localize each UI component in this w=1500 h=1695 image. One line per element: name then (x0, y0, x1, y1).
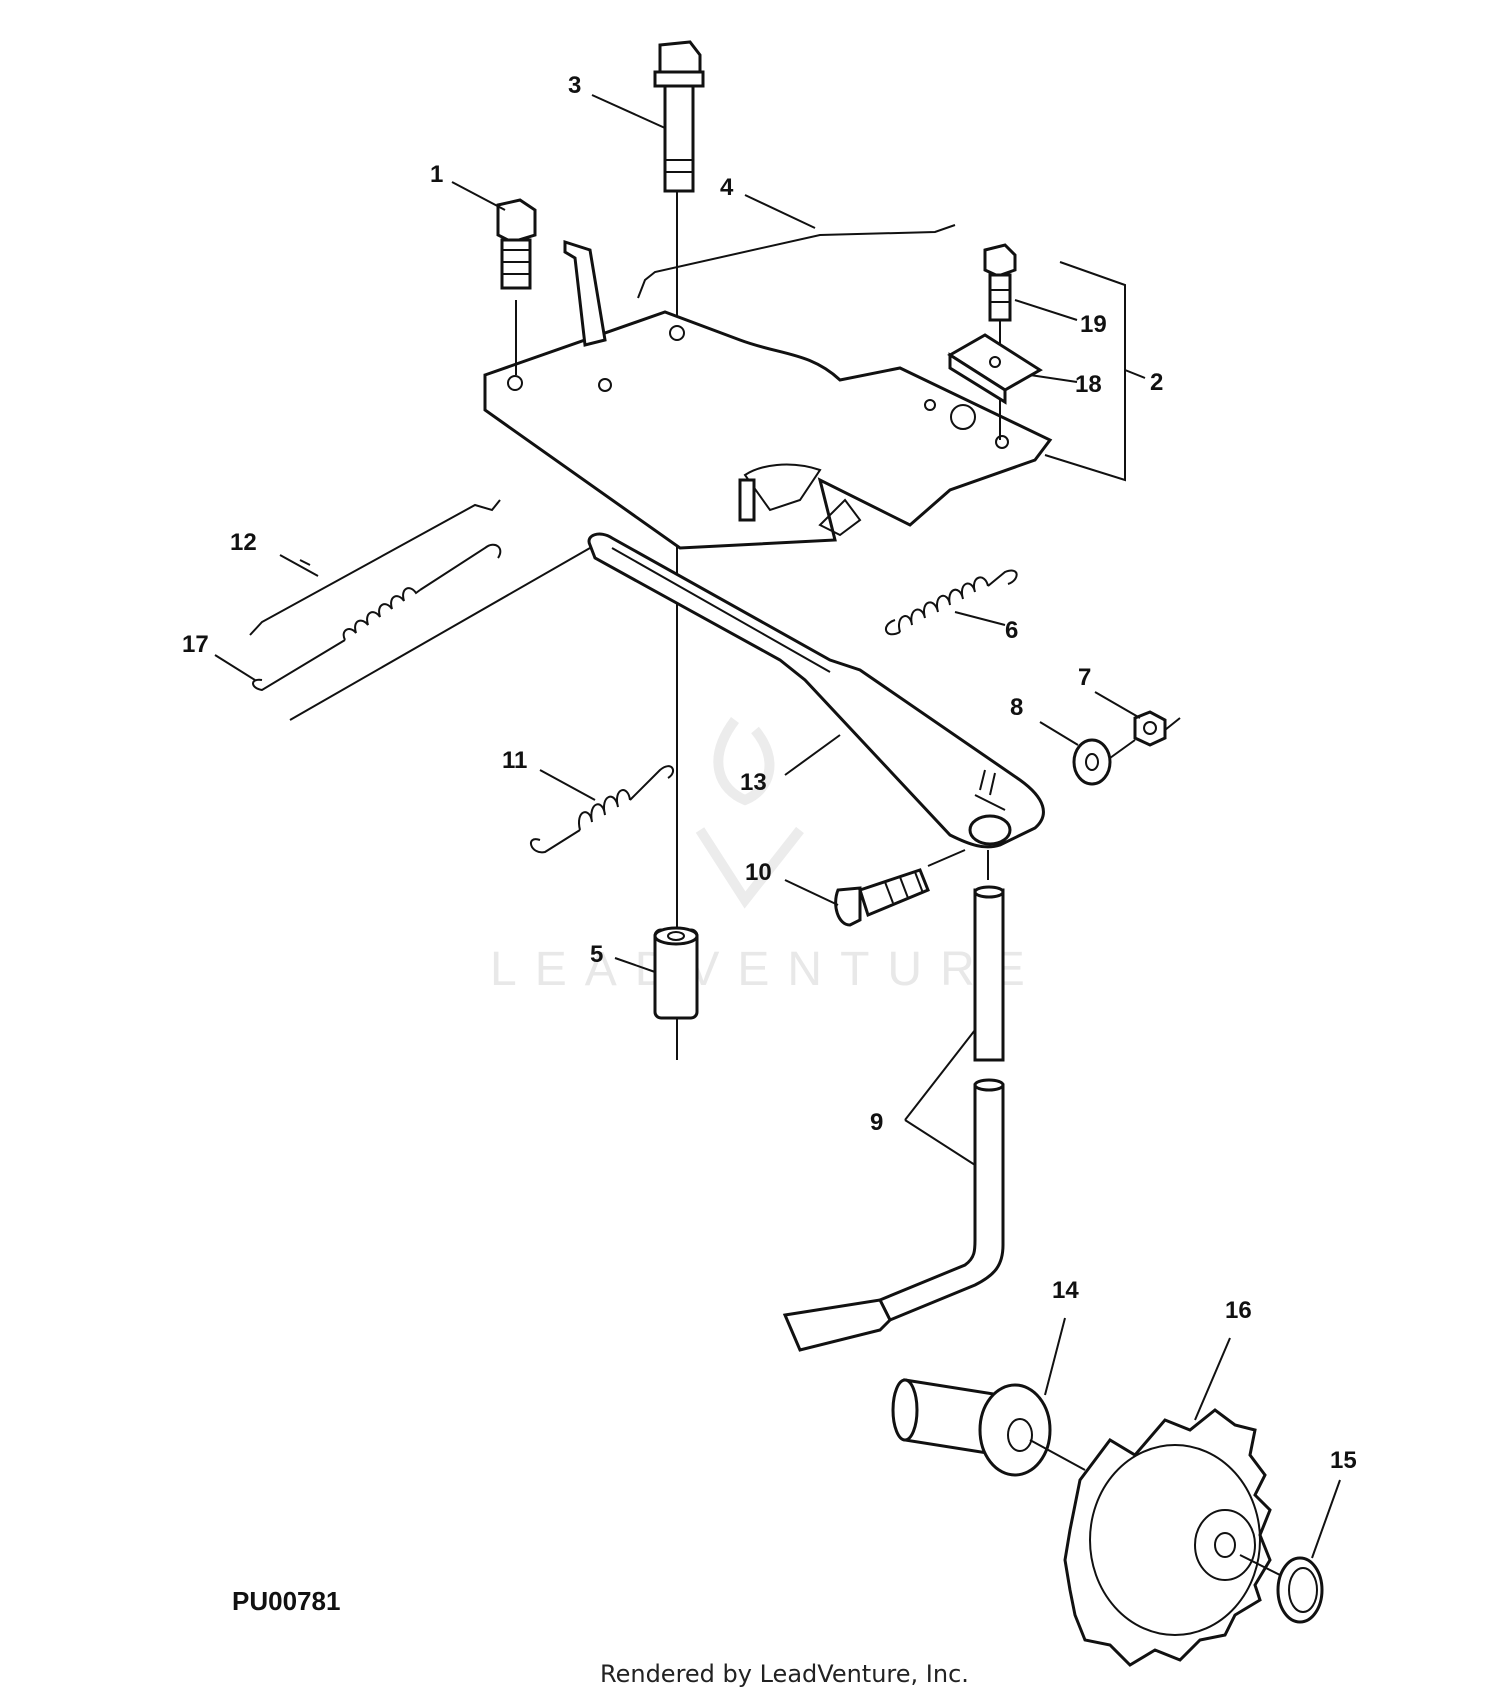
callout-6: 6 (1005, 617, 1018, 644)
callout-15: 15 (1330, 1447, 1357, 1474)
part-10-bolt (834, 849, 966, 927)
watermark-text: LEADVENTURE (490, 943, 1043, 996)
callout-2: 2 (1150, 369, 1163, 396)
part-17-spring (252, 543, 502, 692)
leader-12-17-lever (289, 547, 591, 721)
callout-18: 18 (1075, 371, 1102, 398)
part-9-upper-shaft (973, 850, 1005, 1062)
part-16-gear (1063, 1408, 1272, 1667)
axis-7-8 (1109, 717, 1181, 759)
axis-gear (1029, 1439, 1086, 1471)
part-2-plate (483, 239, 1053, 550)
part-6-spring (885, 569, 1018, 636)
figure-code: PU00781 (232, 1586, 340, 1616)
part-12-rod (249, 499, 501, 636)
callout-12: 12 (230, 529, 257, 556)
part-19-screw (983, 243, 1017, 440)
callout-8: 8 (1010, 694, 1023, 721)
callout-19: 19 (1080, 311, 1107, 338)
part-9-lower-shaft (782, 1078, 1005, 1352)
callout-3: 3 (568, 72, 581, 99)
callout-14: 14 (1052, 1277, 1079, 1304)
callout-11: 11 (502, 747, 527, 774)
part-8-washer (1072, 738, 1112, 786)
part-13-lever (587, 532, 1045, 849)
callout-5: 5 (590, 941, 603, 968)
callout-16: 16 (1225, 1297, 1252, 1324)
bracket-2 (1044, 261, 1146, 482)
part-3-long-bolt (653, 40, 705, 193)
part-5-spacer (653, 926, 699, 1020)
part-14-bushing (891, 1378, 1052, 1477)
part-11-spring (530, 765, 675, 854)
callout-17: 17 (182, 631, 209, 658)
part-18-clip (947, 333, 1043, 405)
leader-lines (214, 94, 1341, 1559)
watermark-logo-icon (695, 717, 804, 909)
callout-13: 13 (740, 769, 767, 796)
part-1-bolt (496, 198, 537, 375)
part-4-rod (637, 224, 956, 299)
callout-10: 10 (745, 859, 772, 886)
callout-1: 1 (430, 161, 443, 188)
callout-4: 4 (720, 174, 734, 201)
part-15-washer (1276, 1556, 1324, 1624)
callout-9: 9 (870, 1109, 883, 1136)
render-credit: Rendered by LeadVenture, Inc. (600, 1660, 969, 1688)
callout-7: 7 (1078, 664, 1091, 691)
part-7-nut (1133, 710, 1167, 747)
